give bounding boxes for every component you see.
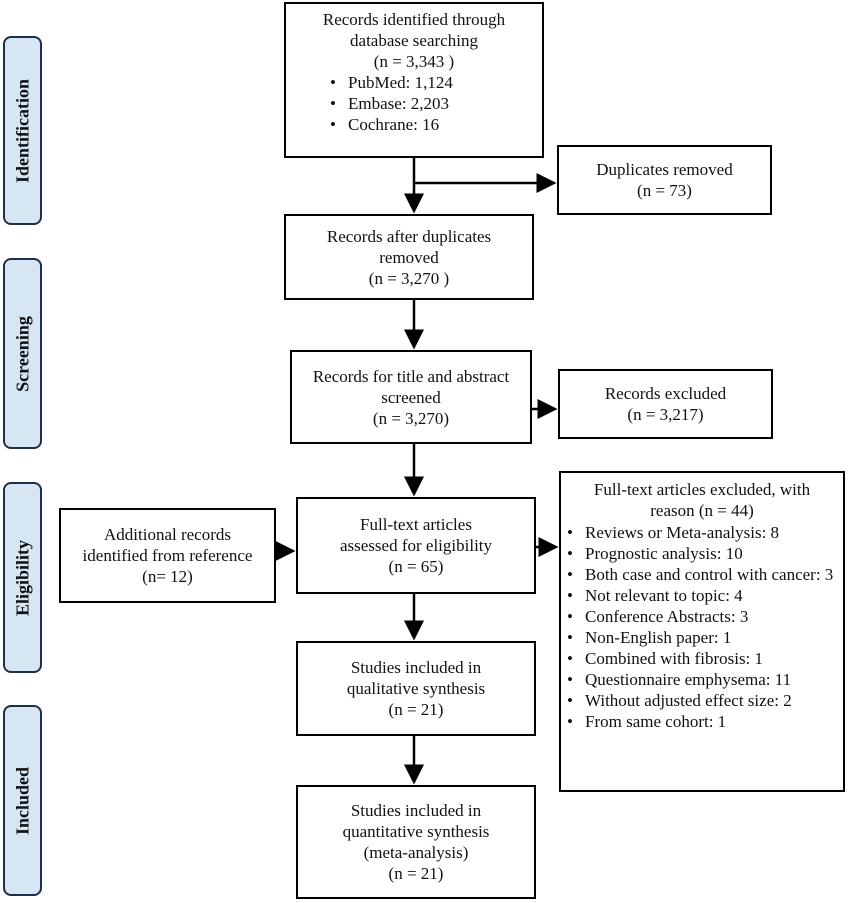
- qualitative-synthesis-box: Studies included in qualitative synthesi…: [296, 641, 536, 736]
- exclusion-reason: Non-English paper: 1: [565, 627, 839, 648]
- box-line: (n = 3,270 ): [368, 268, 450, 288]
- box-line: Studies included in: [350, 658, 482, 677]
- box-line: (n = 73): [637, 181, 692, 200]
- exclusion-reason: From same cohort: 1: [565, 711, 839, 732]
- exclusion-reason: Combined with fibrosis: 1: [565, 648, 839, 669]
- box-line: Studies included in: [350, 801, 482, 820]
- exclusion-reason: Not relevant to topic: 4: [565, 585, 839, 606]
- exclusion-reason: Conference Abstracts: 3: [565, 606, 839, 627]
- box-line: (n = 3,217): [627, 405, 704, 424]
- box-line: database searching: [350, 31, 478, 50]
- box-line: (n = 3,343 ): [373, 52, 455, 71]
- box-line: Full-text articles: [360, 515, 472, 534]
- records-excluded-box: Records excluded (n = 3,217): [558, 369, 773, 439]
- source-item: PubMed: 1,124: [328, 72, 538, 93]
- duplicates-removed-box: Duplicates removed (n = 73): [557, 145, 772, 215]
- exclusion-reason: Without adjusted effect size: 2: [565, 690, 839, 711]
- records-identified-box: Records identified through database sear…: [284, 2, 544, 158]
- box-line: (n = 21): [388, 700, 444, 719]
- box-line: qualitative synthesis: [346, 679, 486, 698]
- box-line: reason (n = 44): [650, 501, 754, 520]
- additional-records-box: Additional records identified from refer…: [59, 508, 276, 603]
- box-line: (n = 3,270): [372, 408, 450, 428]
- box-line: removed: [379, 247, 439, 267]
- stage-eligibility: Eligibility: [3, 482, 42, 673]
- box-line: screened: [381, 387, 441, 407]
- exclusion-reason-list: Reviews or Meta-analysis: 8 Prognostic a…: [565, 522, 839, 732]
- box-line: Records for title and abstract: [312, 366, 510, 386]
- box-line: (n= 12): [142, 567, 193, 586]
- stage-screening: Screening: [3, 258, 42, 449]
- source-item: Embase: 2,203: [328, 93, 538, 114]
- box-line: (meta-analysis): [363, 843, 469, 862]
- source-list: PubMed: 1,124 Embase: 2,203 Cochrane: 16: [328, 72, 538, 135]
- box-line: Records after duplicates: [326, 226, 492, 246]
- exclusion-reason: Reviews or Meta-analysis: 8: [565, 522, 839, 543]
- records-screened-box: Records for title and abstract screened …: [290, 350, 532, 444]
- records-after-duplicates-box: Records after duplicates removed (n = 3,…: [284, 214, 534, 300]
- fulltext-excluded-box: Full-text articles excluded, with reason…: [559, 471, 845, 792]
- quantitative-synthesis-box: Studies included in quantitative synthes…: [296, 785, 536, 899]
- box-line: Records identified through: [322, 10, 506, 29]
- exclusion-reason: Questionnaire emphysema: 11: [565, 669, 839, 690]
- stage-included: Included: [3, 705, 42, 896]
- box-line: Full-text articles excluded, with: [593, 480, 811, 499]
- exclusion-reason: Prognostic analysis: 10: [565, 543, 839, 564]
- box-line: Additional records: [104, 525, 231, 544]
- fulltext-assessed-box: Full-text articles assessed for eligibil…: [296, 497, 536, 594]
- box-line: (n = 21): [388, 864, 444, 883]
- box-line: identified from reference: [82, 546, 253, 565]
- box-line: Duplicates removed: [596, 160, 733, 179]
- box-line: Records excluded: [604, 384, 727, 403]
- box-line: (n = 65): [388, 557, 444, 576]
- box-line: quantitative synthesis: [342, 822, 490, 841]
- box-line: assessed for eligibility: [339, 536, 493, 555]
- exclusion-reason: Both case and control with cancer: 3: [565, 564, 839, 585]
- source-item: Cochrane: 16: [328, 114, 538, 135]
- stage-identification: Identification: [3, 36, 42, 225]
